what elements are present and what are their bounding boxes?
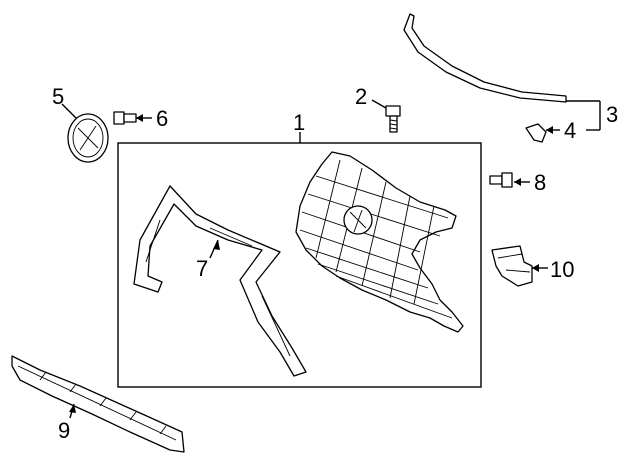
surround-frame-icon	[133, 185, 307, 377]
callout-4: 4	[564, 118, 576, 143]
arrow-9	[69, 404, 76, 413]
screw-icon	[113, 111, 137, 125]
arrow-8	[514, 178, 521, 186]
assembly-box	[117, 142, 482, 388]
callout-7: 7	[196, 256, 208, 281]
emblem-icon	[67, 113, 109, 163]
lower-bracket-icon	[11, 355, 185, 453]
callout-5: 5	[52, 84, 64, 109]
arrow-6	[136, 114, 143, 122]
callout-9: 9	[58, 418, 70, 443]
screw-icon	[489, 172, 513, 188]
leader-2	[371, 99, 387, 109]
arrow-7	[213, 240, 220, 250]
callout-6: 6	[156, 106, 168, 131]
callout-2: 2	[355, 84, 367, 109]
callout-3: 3	[606, 102, 618, 127]
grille-assembly-icon	[295, 151, 464, 333]
arrow-10	[532, 264, 539, 272]
callout-10: 10	[550, 257, 574, 282]
callout-1: 1	[293, 110, 305, 135]
mounting-bracket-icon	[491, 245, 533, 287]
callout-8: 8	[534, 170, 546, 195]
molding-strip-icon	[403, 13, 567, 103]
clip-icon	[525, 123, 547, 143]
leader-5	[61, 103, 77, 119]
bolt-icon	[385, 105, 401, 133]
arrow-4	[546, 126, 553, 134]
